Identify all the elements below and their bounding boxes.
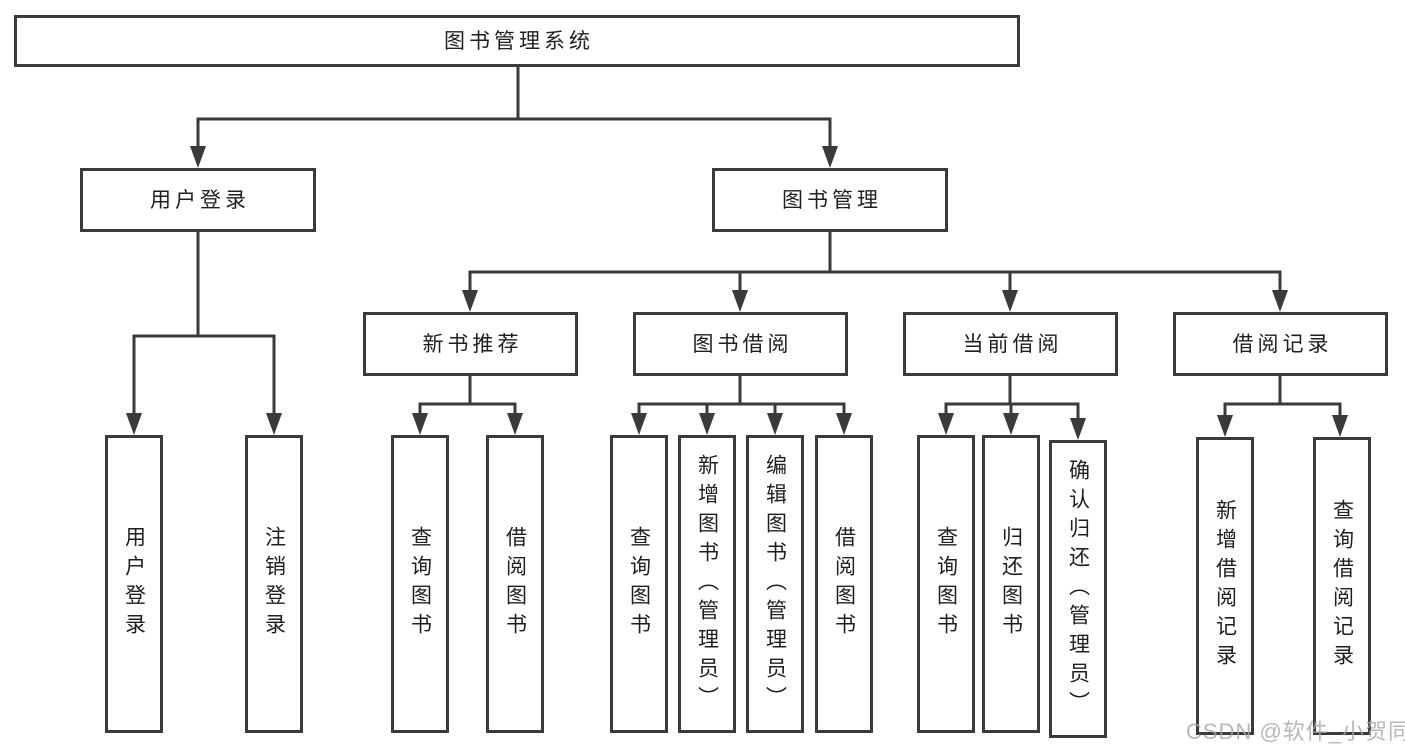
leaf-label: 新增借阅记录: [1213, 499, 1237, 673]
arrowhead-icon: [126, 413, 142, 435]
connector-borrow-to-children: [631, 376, 852, 435]
leaf-borrow-query-books: 查询图书: [610, 435, 668, 733]
leaf-label: 借阅图书: [503, 526, 527, 642]
connector-current-to-children: [938, 376, 1086, 440]
arrowhead-icon: [507, 413, 523, 435]
leaf-logout: 注销登录: [245, 435, 303, 733]
arrowhead-icon: [822, 146, 838, 168]
leaf-label: 注销登录: [262, 526, 286, 642]
arrowhead-icon: [767, 413, 783, 435]
leaf-label: 编辑图书（管理员）: [763, 453, 787, 715]
leaf-label: 查询借阅记录: [1330, 499, 1354, 673]
leaf-borrow-edit-books-admin: 编辑图书（管理员）: [746, 435, 804, 733]
node-book-management-label: 图书管理: [782, 188, 882, 212]
node-user-login: 用户登录: [80, 168, 316, 232]
arrowhead-icon: [836, 413, 852, 435]
connector-records-to-children: [1217, 376, 1348, 437]
csdn-watermark: CSDN @软件_小贺同学: [1186, 719, 1405, 744]
arrowhead-icon: [1332, 415, 1348, 437]
leaf-borrow-borrow-books: 借阅图书: [815, 435, 873, 733]
connector-root-to-level2: [190, 67, 838, 168]
arrowhead-icon: [1003, 413, 1019, 435]
leaf-label: 归还图书: [999, 526, 1023, 642]
node-user-login-label: 用户登录: [150, 188, 250, 212]
arrowhead-icon: [732, 290, 748, 312]
leaf-user-login: 用户登录: [105, 435, 163, 733]
node-book-borrow-label: 图书借阅: [692, 332, 793, 356]
arrowhead-icon: [1217, 415, 1233, 437]
leaf-current-query-books: 查询图书: [917, 435, 975, 733]
node-library-system: 图书管理系统: [14, 15, 1020, 67]
arrowhead-icon: [1070, 418, 1086, 440]
leaf-label: 用户登录: [122, 526, 146, 642]
arrowhead-icon: [631, 413, 647, 435]
leaf-newbook-query-books: 查询图书: [391, 435, 449, 733]
arrowhead-icon: [462, 290, 478, 312]
leaf-label: 查询图书: [408, 526, 432, 642]
leaf-label: 查询图书: [627, 526, 651, 642]
node-book-borrow: 图书借阅: [633, 312, 848, 376]
leaf-current-return-books: 归还图书: [982, 435, 1040, 733]
arrowhead-icon: [699, 413, 715, 435]
connector-newbook-to-children: [412, 376, 523, 435]
connector-book-management-to-level3: [462, 232, 1288, 312]
leaf-label: 查询图书: [934, 526, 958, 642]
node-borrow-records-label: 借阅记录: [1232, 332, 1333, 356]
node-current-borrow: 当前借阅: [903, 312, 1118, 376]
leaf-records-query-record: 查询借阅记录: [1313, 437, 1371, 735]
leaf-records-add-record: 新增借阅记录: [1196, 437, 1254, 735]
leaf-borrow-add-books-admin: 新增图书（管理员）: [678, 435, 736, 733]
node-borrow-records: 借阅记录: [1173, 312, 1388, 376]
arrowhead-icon: [1272, 290, 1288, 312]
leaf-label: 新增图书（管理员）: [695, 453, 719, 715]
node-library-system-label: 图书管理系统: [444, 29, 594, 53]
node-new-book-recommend: 新书推荐: [363, 312, 578, 376]
node-new-book-recommend-label: 新书推荐: [422, 332, 523, 356]
leaf-label: 确认归还（管理员）: [1066, 458, 1090, 720]
arrowhead-icon: [412, 413, 428, 435]
leaf-label: 借阅图书: [832, 526, 856, 642]
arrowhead-icon: [1002, 290, 1018, 312]
arrowhead-icon: [266, 413, 282, 435]
leaf-current-confirm-return-admin: 确认归还（管理员）: [1049, 440, 1107, 738]
arrowhead-icon: [938, 413, 954, 435]
arrowhead-icon: [190, 146, 206, 168]
node-book-management: 图书管理: [712, 168, 948, 232]
connector-user-login-to-children: [126, 232, 282, 435]
node-current-borrow-label: 当前借阅: [962, 332, 1063, 356]
leaf-newbook-borrow-books: 借阅图书: [486, 435, 544, 733]
